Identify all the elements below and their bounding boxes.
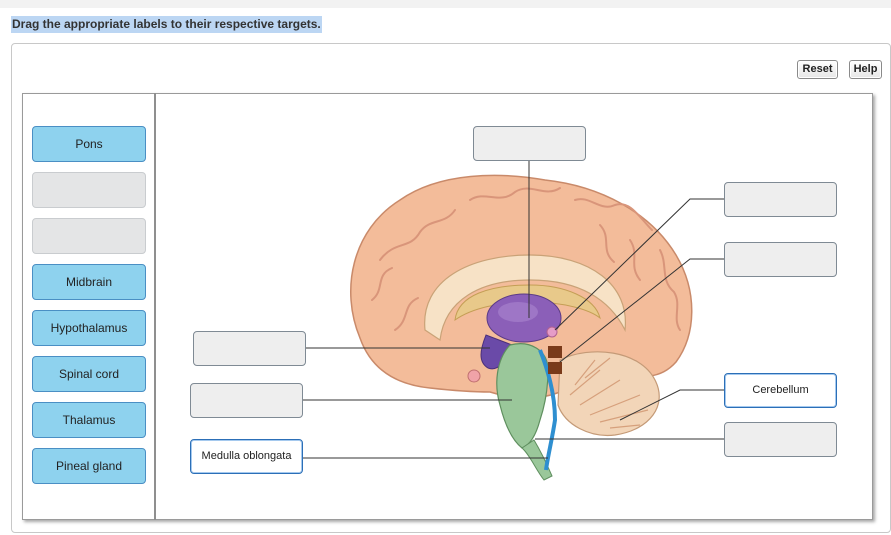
label-thalamus[interactable]: Thalamus	[32, 402, 146, 438]
corpus-callosum	[424, 254, 626, 342]
label-spinal-cord[interactable]: Spinal cord	[32, 356, 146, 392]
brainstem	[496, 343, 549, 449]
target-right-4[interactable]	[724, 422, 837, 457]
target-left-1[interactable]	[193, 331, 306, 366]
target-right-1[interactable]	[724, 182, 837, 217]
arbor-vitae	[569, 357, 649, 429]
gyri-texture	[371, 187, 681, 331]
target-top-center[interactable]	[473, 126, 586, 161]
target-right-2[interactable]	[724, 242, 837, 277]
bank-divider	[154, 93, 156, 520]
label-pineal-gland[interactable]: Pineal gland	[32, 448, 146, 484]
label-hypothalamus[interactable]: Hypothalamus	[32, 310, 146, 346]
help-button[interactable]: Help	[849, 60, 882, 79]
target-right-3-cerebellum[interactable]: Cerebellum	[724, 373, 837, 408]
target-left-3-medulla-oblongata[interactable]: Medulla oblongata	[190, 439, 303, 474]
instruction-text: Drag the appropriate labels to their res…	[11, 16, 322, 33]
target-left-2[interactable]	[190, 383, 303, 418]
label-pons[interactable]: Pons	[32, 126, 146, 162]
cerebellum-region	[557, 351, 660, 437]
label-midbrain[interactable]: Midbrain	[32, 264, 146, 300]
leader-lines	[303, 161, 724, 459]
top-strip	[0, 0, 891, 8]
label-slot-empty-2	[32, 218, 146, 254]
reset-button[interactable]: Reset	[797, 60, 838, 79]
label-slot-empty-1	[32, 172, 146, 208]
